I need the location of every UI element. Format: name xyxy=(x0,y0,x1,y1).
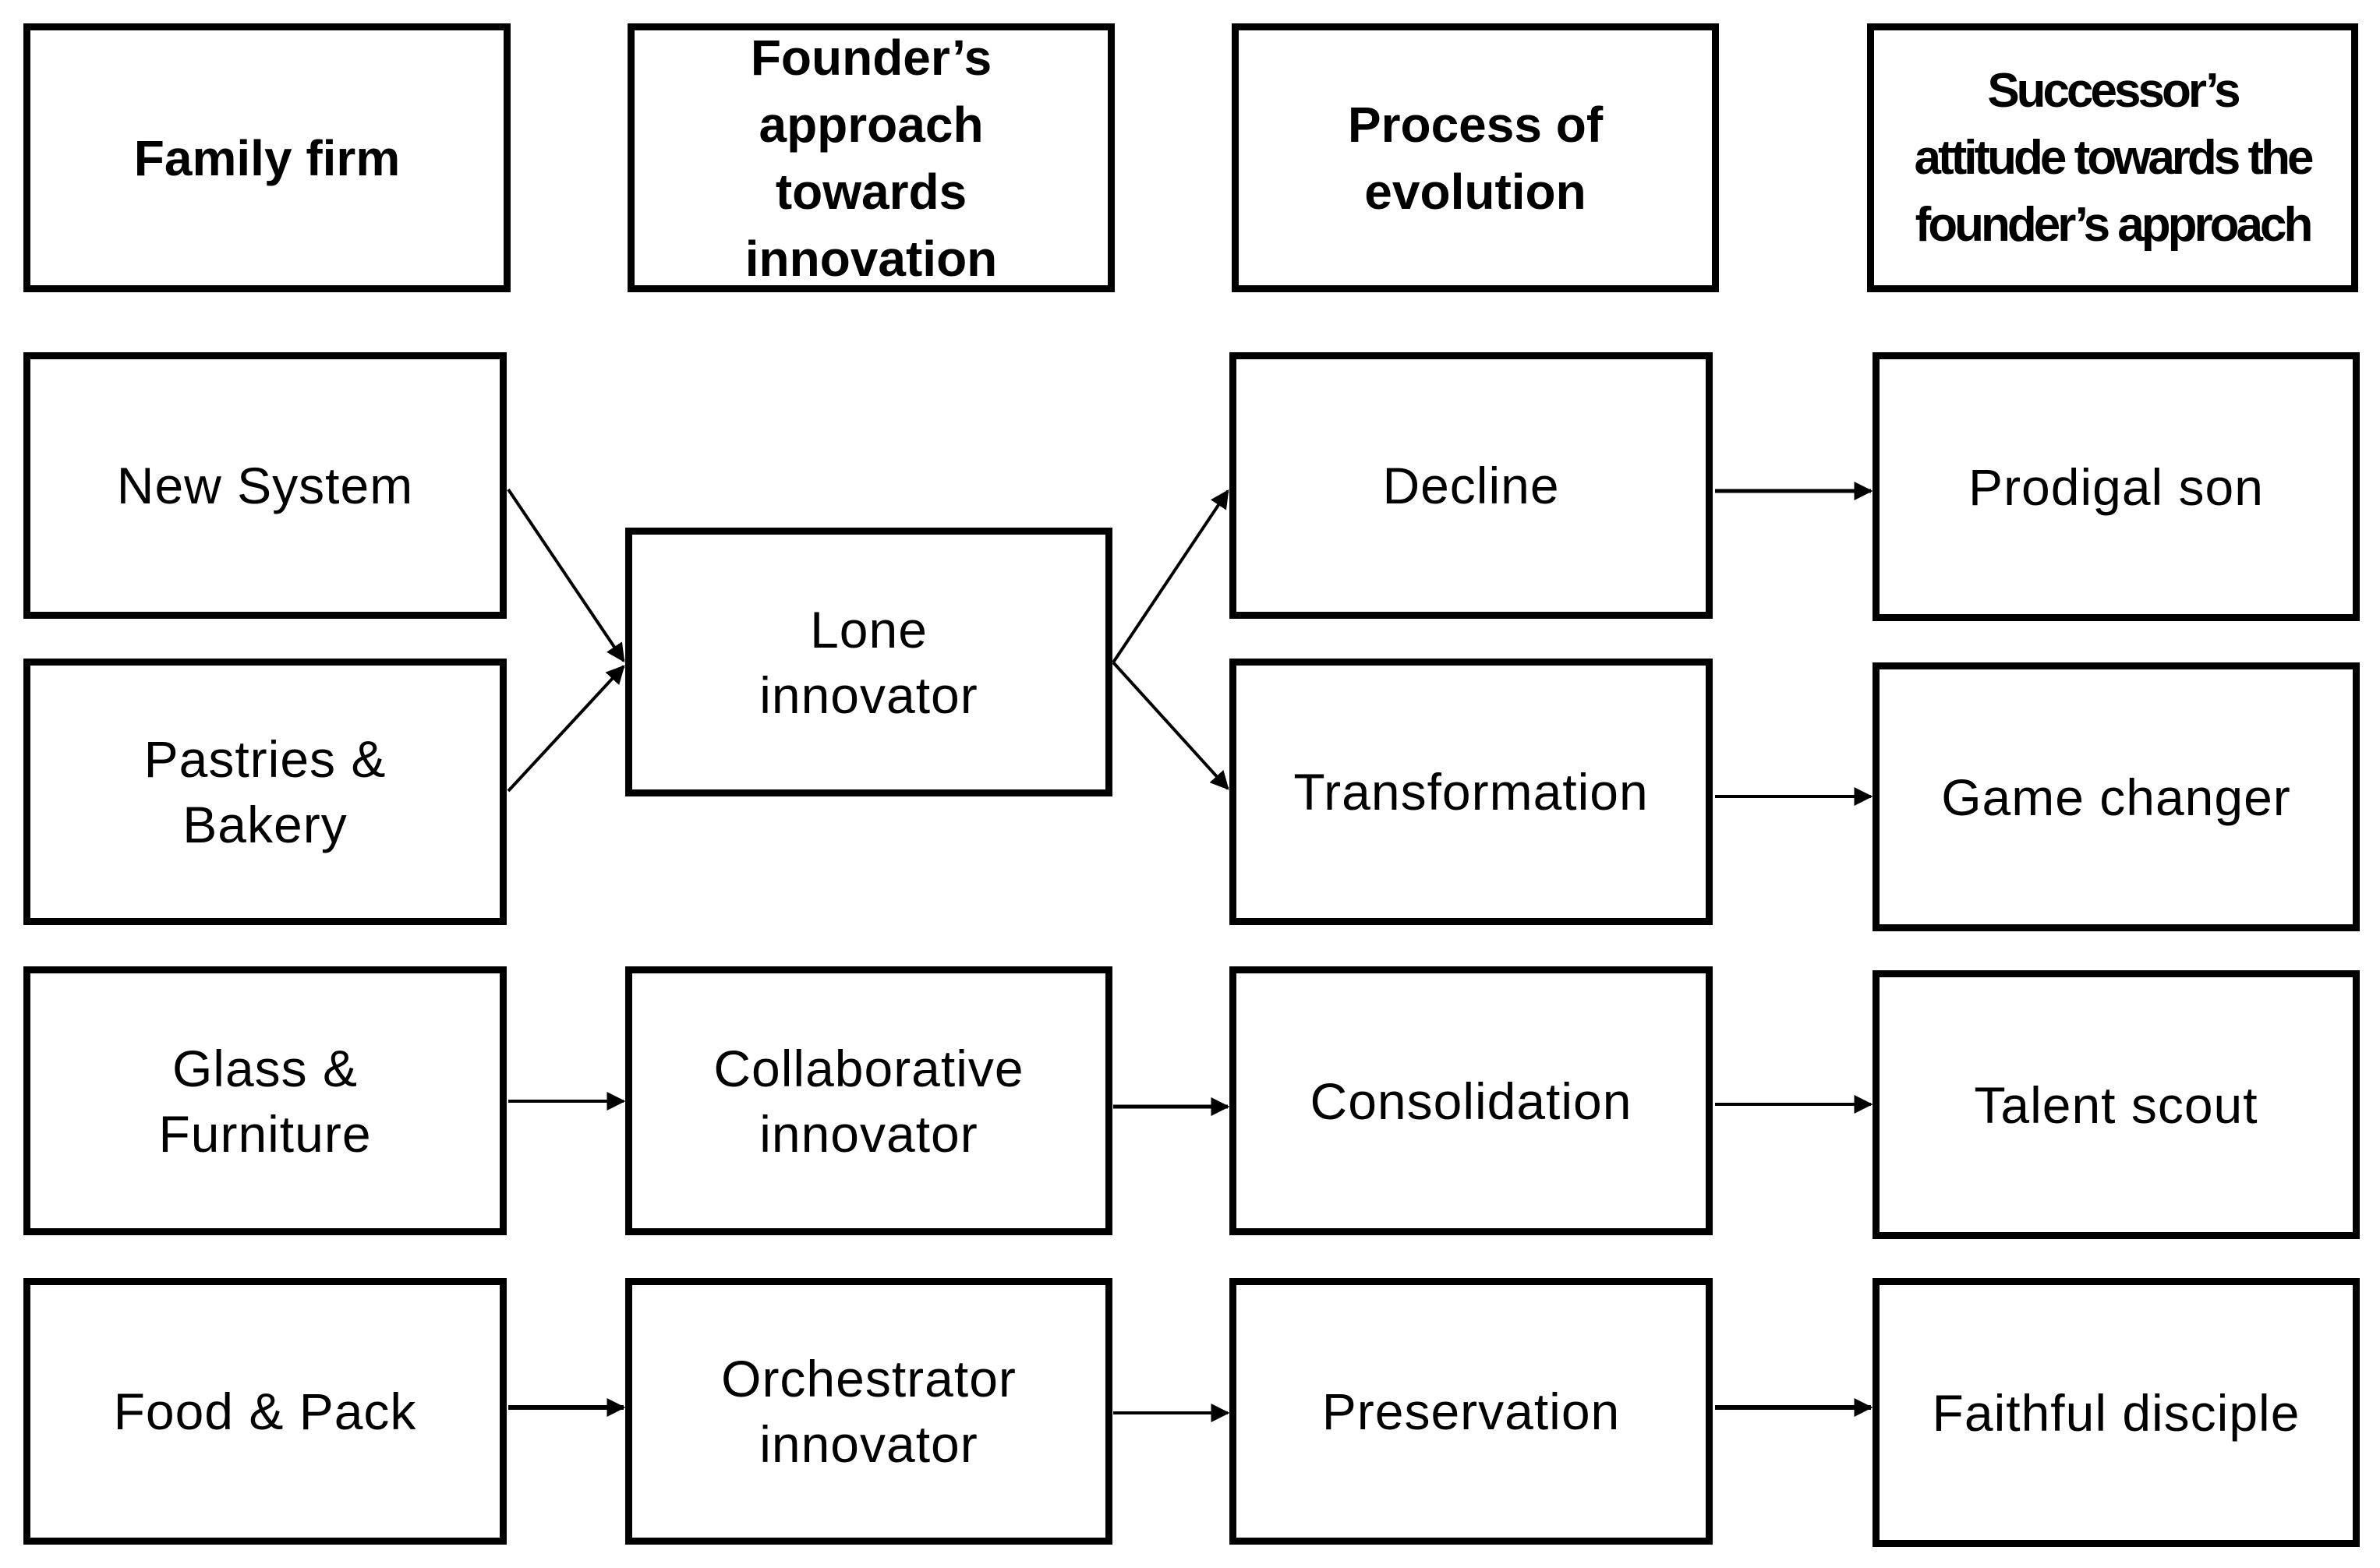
process-transformation-label: Transformation xyxy=(1293,763,1649,821)
arrow-lone-to-transformation xyxy=(1112,661,1229,790)
firm-new-system-label: New System xyxy=(116,457,414,514)
approach-orchestrator-innovator-label: Orchestrator innovator xyxy=(721,1350,1017,1473)
process-preservation-label: Preservation xyxy=(1321,1383,1621,1440)
firm-new-system: New System xyxy=(23,352,507,619)
firm-glass-furniture-label: Glass & Furniture xyxy=(158,1039,372,1163)
firm-pastries-bakery-label: Pastries & Bakery xyxy=(143,730,387,853)
process-consolidation-label: Consolidation xyxy=(1310,1072,1632,1130)
header-process-label: Process of evolution xyxy=(1347,96,1604,220)
approach-lone-innovator-label: Lone innovator xyxy=(759,600,978,724)
header-founder-approach: Founder’s approach towards innovation xyxy=(628,23,1115,292)
header-process-of-evolution: Process of evolution xyxy=(1232,23,1719,292)
attitude-prodigal-son-label: Prodigal son xyxy=(1968,457,2264,516)
process-consolidation: Consolidation xyxy=(1229,966,1713,1235)
header-successor-attitude: Successor’s attitude towards the founder… xyxy=(1867,23,2358,292)
attitude-talent-scout: Talent scout xyxy=(1873,970,2360,1239)
header-founder-approach-label: Founder’s approach towards innovation xyxy=(744,29,998,287)
attitude-faithful-disciple-label: Faithful disciple xyxy=(1932,1383,2300,1442)
arrow-pastries-to-lone xyxy=(507,665,625,793)
attitude-faithful-disciple: Faithful disciple xyxy=(1873,1278,2360,1547)
approach-collaborative-innovator: Collaborative innovator xyxy=(625,966,1112,1235)
process-preservation: Preservation xyxy=(1229,1278,1713,1545)
attitude-game-changer-label: Game changer xyxy=(1941,768,2291,826)
attitude-prodigal-son: Prodigal son xyxy=(1873,352,2360,621)
approach-orchestrator-innovator: Orchestrator innovator xyxy=(625,1278,1112,1545)
firm-food-pack-label: Food & Pack xyxy=(113,1383,417,1440)
attitude-game-changer: Game changer xyxy=(1873,662,2360,931)
process-transformation: Transformation xyxy=(1229,659,1713,925)
firm-food-pack: Food & Pack xyxy=(23,1278,507,1545)
header-successor-attitude-label: Successor’s attitude towards the founder… xyxy=(1914,63,2314,252)
header-family-firm: Family firm xyxy=(23,23,511,292)
firm-pastries-bakery: Pastries & Bakery xyxy=(23,659,507,925)
attitude-talent-scout-label: Talent scout xyxy=(1974,1075,2258,1134)
firm-glass-furniture: Glass & Furniture xyxy=(23,966,507,1235)
arrow-new-system-to-lone xyxy=(507,488,625,662)
arrow-lone-to-decline xyxy=(1112,489,1229,664)
approach-lone-innovator: Lone innovator xyxy=(625,528,1112,796)
process-decline-label: Decline xyxy=(1382,457,1560,514)
header-family-firm-label: Family firm xyxy=(133,129,401,186)
approach-collaborative-innovator-label: Collaborative innovator xyxy=(713,1039,1024,1163)
process-decline: Decline xyxy=(1229,352,1713,619)
